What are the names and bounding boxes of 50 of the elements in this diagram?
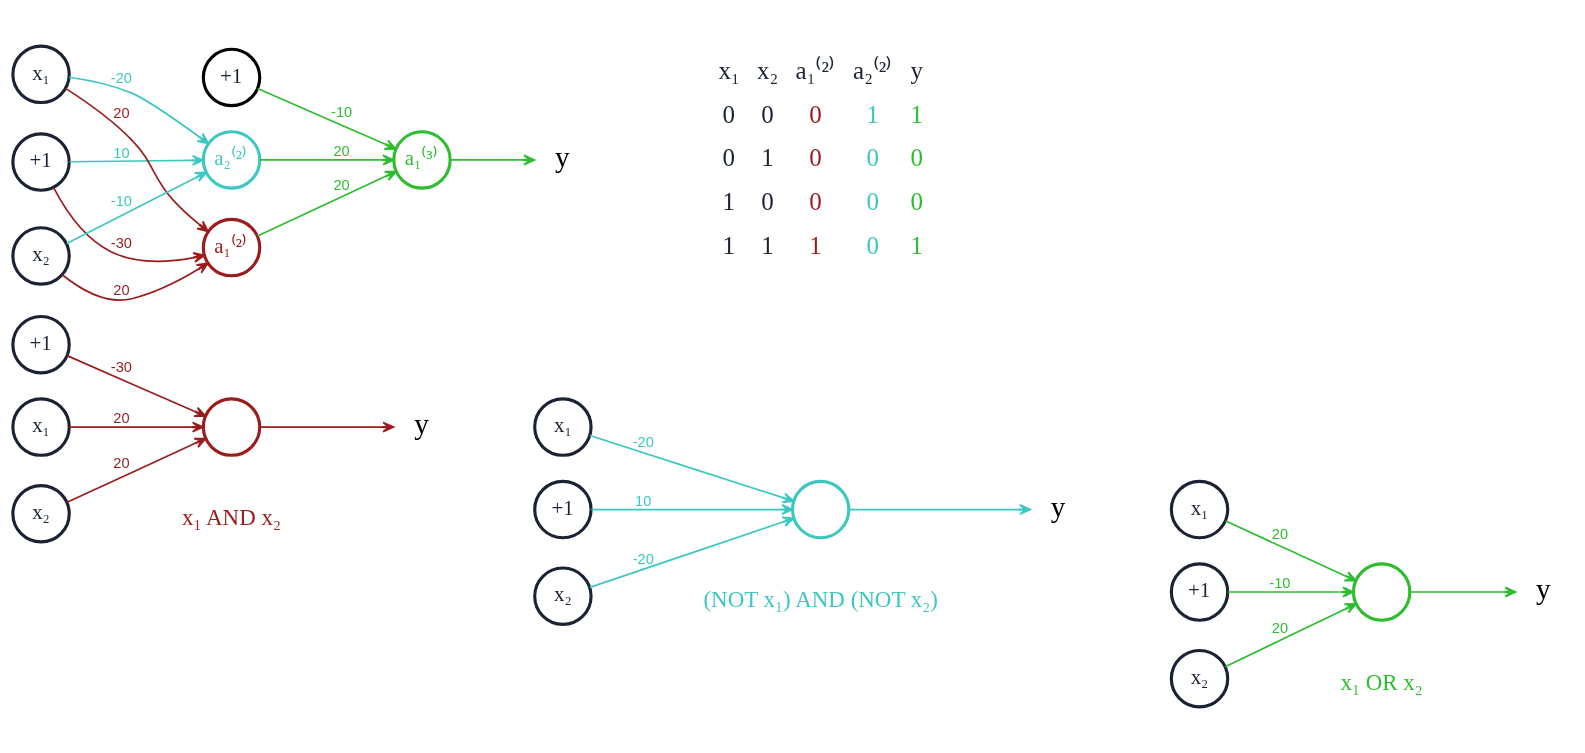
label: 1 <box>722 188 736 216</box>
node-text: y <box>555 141 570 174</box>
edge-label: 20 <box>113 105 130 122</box>
label: 0 <box>910 144 923 172</box>
label: 0 <box>866 188 880 216</box>
label: 0 <box>809 188 822 216</box>
label: x₁ AND x₂ <box>182 504 281 530</box>
label: (NOT x₁) AND (NOT x₂) <box>703 587 938 613</box>
edge-label: 20 <box>333 177 350 194</box>
label: 1 <box>866 100 880 128</box>
label: y <box>910 56 923 84</box>
edge-label: -30 <box>110 234 132 251</box>
label: 0 <box>761 188 774 216</box>
label: 0 <box>722 100 736 128</box>
edge-label: 20 <box>113 410 130 427</box>
node-text: y <box>1050 490 1066 523</box>
label: 1 <box>910 232 923 260</box>
label: 0 <box>722 144 736 172</box>
label: a₁⁽²⁾ <box>795 56 835 84</box>
edge-label: -20 <box>110 69 132 86</box>
edge-label: 20 <box>113 455 130 472</box>
label: 0 <box>910 188 923 216</box>
label: 0 <box>809 100 822 128</box>
label: x₁ OR x₂ <box>1340 669 1423 695</box>
edge-label: 20 <box>113 281 130 298</box>
edge-label: -20 <box>632 551 654 568</box>
label: x₂ <box>757 56 779 84</box>
edge-label: 10 <box>635 492 652 509</box>
edge-label: 20 <box>333 142 350 159</box>
label: 1 <box>910 100 923 128</box>
label: 1 <box>722 232 736 260</box>
label: 1 <box>761 144 774 172</box>
edge-label: -10 <box>331 104 353 121</box>
edge-label: 10 <box>113 145 130 162</box>
label: a₂⁽²⁾ <box>853 56 893 84</box>
node-text: y <box>414 408 429 441</box>
edge-label: 20 <box>1271 526 1289 542</box>
edge-label: -10 <box>110 193 132 210</box>
edge-label: -10 <box>1269 575 1291 592</box>
label: 1 <box>809 232 822 260</box>
edge-label: -30 <box>110 359 132 376</box>
label: 1 <box>761 232 774 260</box>
label: 0 <box>809 144 822 172</box>
label: 0 <box>866 144 880 172</box>
label: 0 <box>866 232 880 260</box>
label: 0 <box>761 100 774 128</box>
edge-label: -20 <box>632 434 654 451</box>
node-text: y <box>1536 573 1551 606</box>
edge-label: 20 <box>1271 619 1289 636</box>
label: x₁ <box>718 56 740 84</box>
